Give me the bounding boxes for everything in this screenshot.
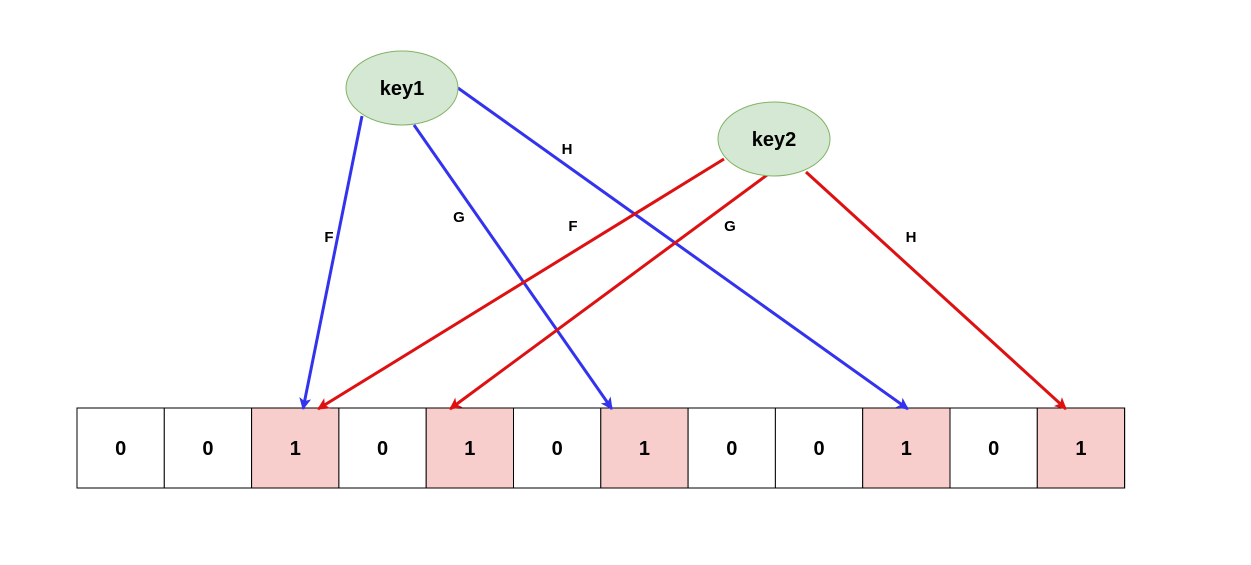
edge-key1-g: [412, 124, 614, 410]
bit-cell-box: [163, 407, 253, 489]
key-node-shape: [345, 50, 459, 126]
bit-cell-box: [76, 407, 165, 489]
edge-key1-f: [299, 115, 364, 410]
edge-key2-f: [317, 157, 725, 411]
bit-cell-box: [513, 407, 602, 489]
edge-key1-h: [457, 86, 909, 411]
key-nodes: key1 key2: [345, 50, 831, 177]
bit-cell-box: [862, 407, 951, 489]
bit-cell-8: 0: [774, 407, 864, 489]
bit-cell-4: 1: [425, 407, 515, 489]
bit-array: 0 0 1 0 1 0 1 0 0 1 0 1: [76, 407, 1126, 489]
bit-cell-box: [1036, 407, 1126, 489]
bit-cell-value: 1: [290, 438, 301, 460]
bit-cell-value: 1: [464, 438, 475, 460]
bit-cell-value: 0: [726, 438, 737, 460]
bit-cell-value: 0: [377, 438, 388, 460]
edge-label-key1-g: G: [453, 209, 465, 226]
edge-label-key1-f: F: [324, 229, 333, 246]
bit-cell-1: 0: [163, 407, 253, 489]
key-node-label: key2: [752, 129, 797, 151]
bit-cell-6: 1: [600, 407, 689, 489]
edge-key2-g: [449, 173, 768, 411]
bit-cell-box: [338, 407, 427, 489]
bit-cell-box: [425, 407, 515, 489]
bit-cell-0: 0: [76, 407, 165, 489]
bit-cell-box: [687, 407, 776, 489]
edge-label-key2-h: H: [906, 229, 917, 246]
bit-cell-10: 0: [949, 407, 1038, 489]
bit-cell-2: 1: [251, 407, 340, 489]
bit-cell-7: 0: [687, 407, 776, 489]
key-node-shape: [717, 101, 831, 177]
bit-cell-11: 1: [1036, 407, 1126, 489]
bit-cell-9: 1: [862, 407, 951, 489]
key-node-label: key1: [380, 78, 425, 100]
edge-label-key2-f: F: [568, 218, 577, 235]
bit-cell-value: 1: [901, 438, 912, 460]
hash-edge-labels: F G H F G H: [324, 141, 916, 246]
key-node-key1: key1: [345, 50, 459, 126]
bit-cell-value: 1: [1075, 438, 1086, 460]
bit-cell-value: 0: [552, 438, 563, 460]
bit-cell-value: 0: [988, 438, 999, 460]
bit-cell-value: 0: [115, 438, 126, 460]
hash-edges: [299, 86, 1068, 411]
edge-label-key2-g: G: [724, 218, 736, 235]
key-node-key2: key2: [717, 101, 831, 177]
bit-cell-3: 0: [338, 407, 427, 489]
bit-cell-value: 1: [639, 438, 650, 460]
bit-cell-5: 0: [513, 407, 602, 489]
bit-cell-value: 0: [202, 438, 213, 460]
edge-label-key1-h: H: [562, 141, 573, 158]
bit-cell-value: 0: [813, 438, 824, 460]
edge-key2-h: [804, 170, 1068, 411]
